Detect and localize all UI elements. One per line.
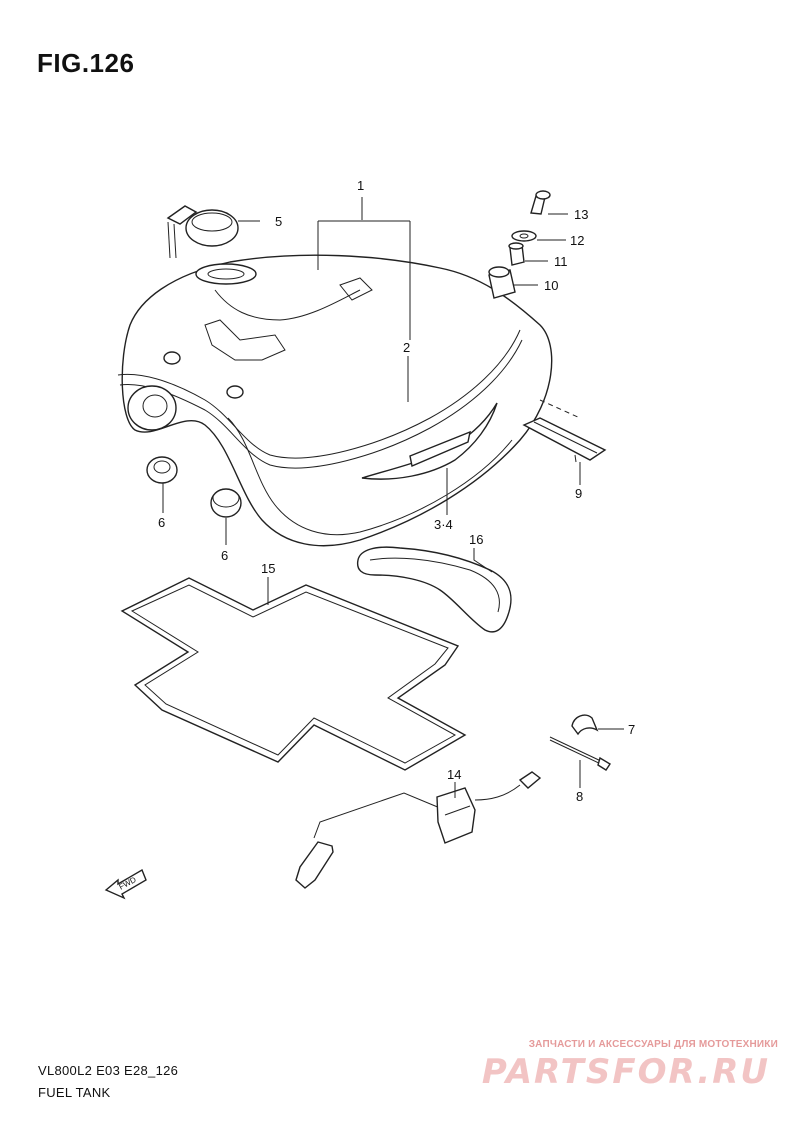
leader-lines xyxy=(162,197,624,798)
callouts: 1 2 3·4 5 6 6 7 8 9 10 11 12 13 14 15 16 xyxy=(158,178,635,804)
callout-9: 9 xyxy=(575,486,582,501)
callout-11: 11 xyxy=(554,254,568,269)
callout-6b: 6 xyxy=(221,548,228,563)
cushion[interactable] xyxy=(488,266,516,299)
callout-12: 12 xyxy=(570,233,584,248)
callout-15: 15 xyxy=(261,561,275,576)
callout-7: 7 xyxy=(628,722,635,737)
fuel-tank[interactable] xyxy=(117,254,553,547)
callout-8: 8 xyxy=(576,789,583,804)
seal-15[interactable] xyxy=(120,577,467,771)
model-code: VL800L2 E03 E28_126 xyxy=(38,1063,179,1078)
cable-tie[interactable] xyxy=(549,736,611,771)
fuel-cap[interactable] xyxy=(166,205,239,259)
callout-16: 16 xyxy=(469,532,483,547)
seal-16[interactable] xyxy=(356,546,512,633)
tank-cushion-pad[interactable] xyxy=(522,399,607,463)
tank-emblem[interactable] xyxy=(361,402,498,480)
collar[interactable] xyxy=(508,242,525,266)
diagram-caption: FUEL TANK xyxy=(38,1085,111,1100)
mounting-bolt[interactable] xyxy=(530,190,551,215)
callout-10: 10 xyxy=(544,278,558,293)
callout-2: 2 xyxy=(403,340,410,355)
washer[interactable] xyxy=(511,230,537,242)
callout-6a: 6 xyxy=(158,515,165,530)
figure-title: FIG.126 xyxy=(37,48,135,78)
fuel-level-gauge[interactable] xyxy=(295,771,542,889)
grommet-lower[interactable] xyxy=(210,488,242,518)
callout-14: 14 xyxy=(447,767,461,782)
callout-3-4: 3·4 xyxy=(434,517,453,532)
callout-5: 5 xyxy=(275,214,282,229)
fwd-arrow-icon: FWD xyxy=(104,868,147,900)
grommet-upper[interactable] xyxy=(146,456,178,484)
watermark-brand: PARTSFOR.RU xyxy=(481,1052,770,1092)
watermark-tagline: ЗАПЧАСТИ И АКСЕССУАРЫ ДЛЯ МОТОТЕХНИКИ xyxy=(528,1039,778,1050)
callout-1: 1 xyxy=(357,178,364,193)
callout-13: 13 xyxy=(574,207,588,222)
hose-clamp[interactable] xyxy=(571,714,599,736)
